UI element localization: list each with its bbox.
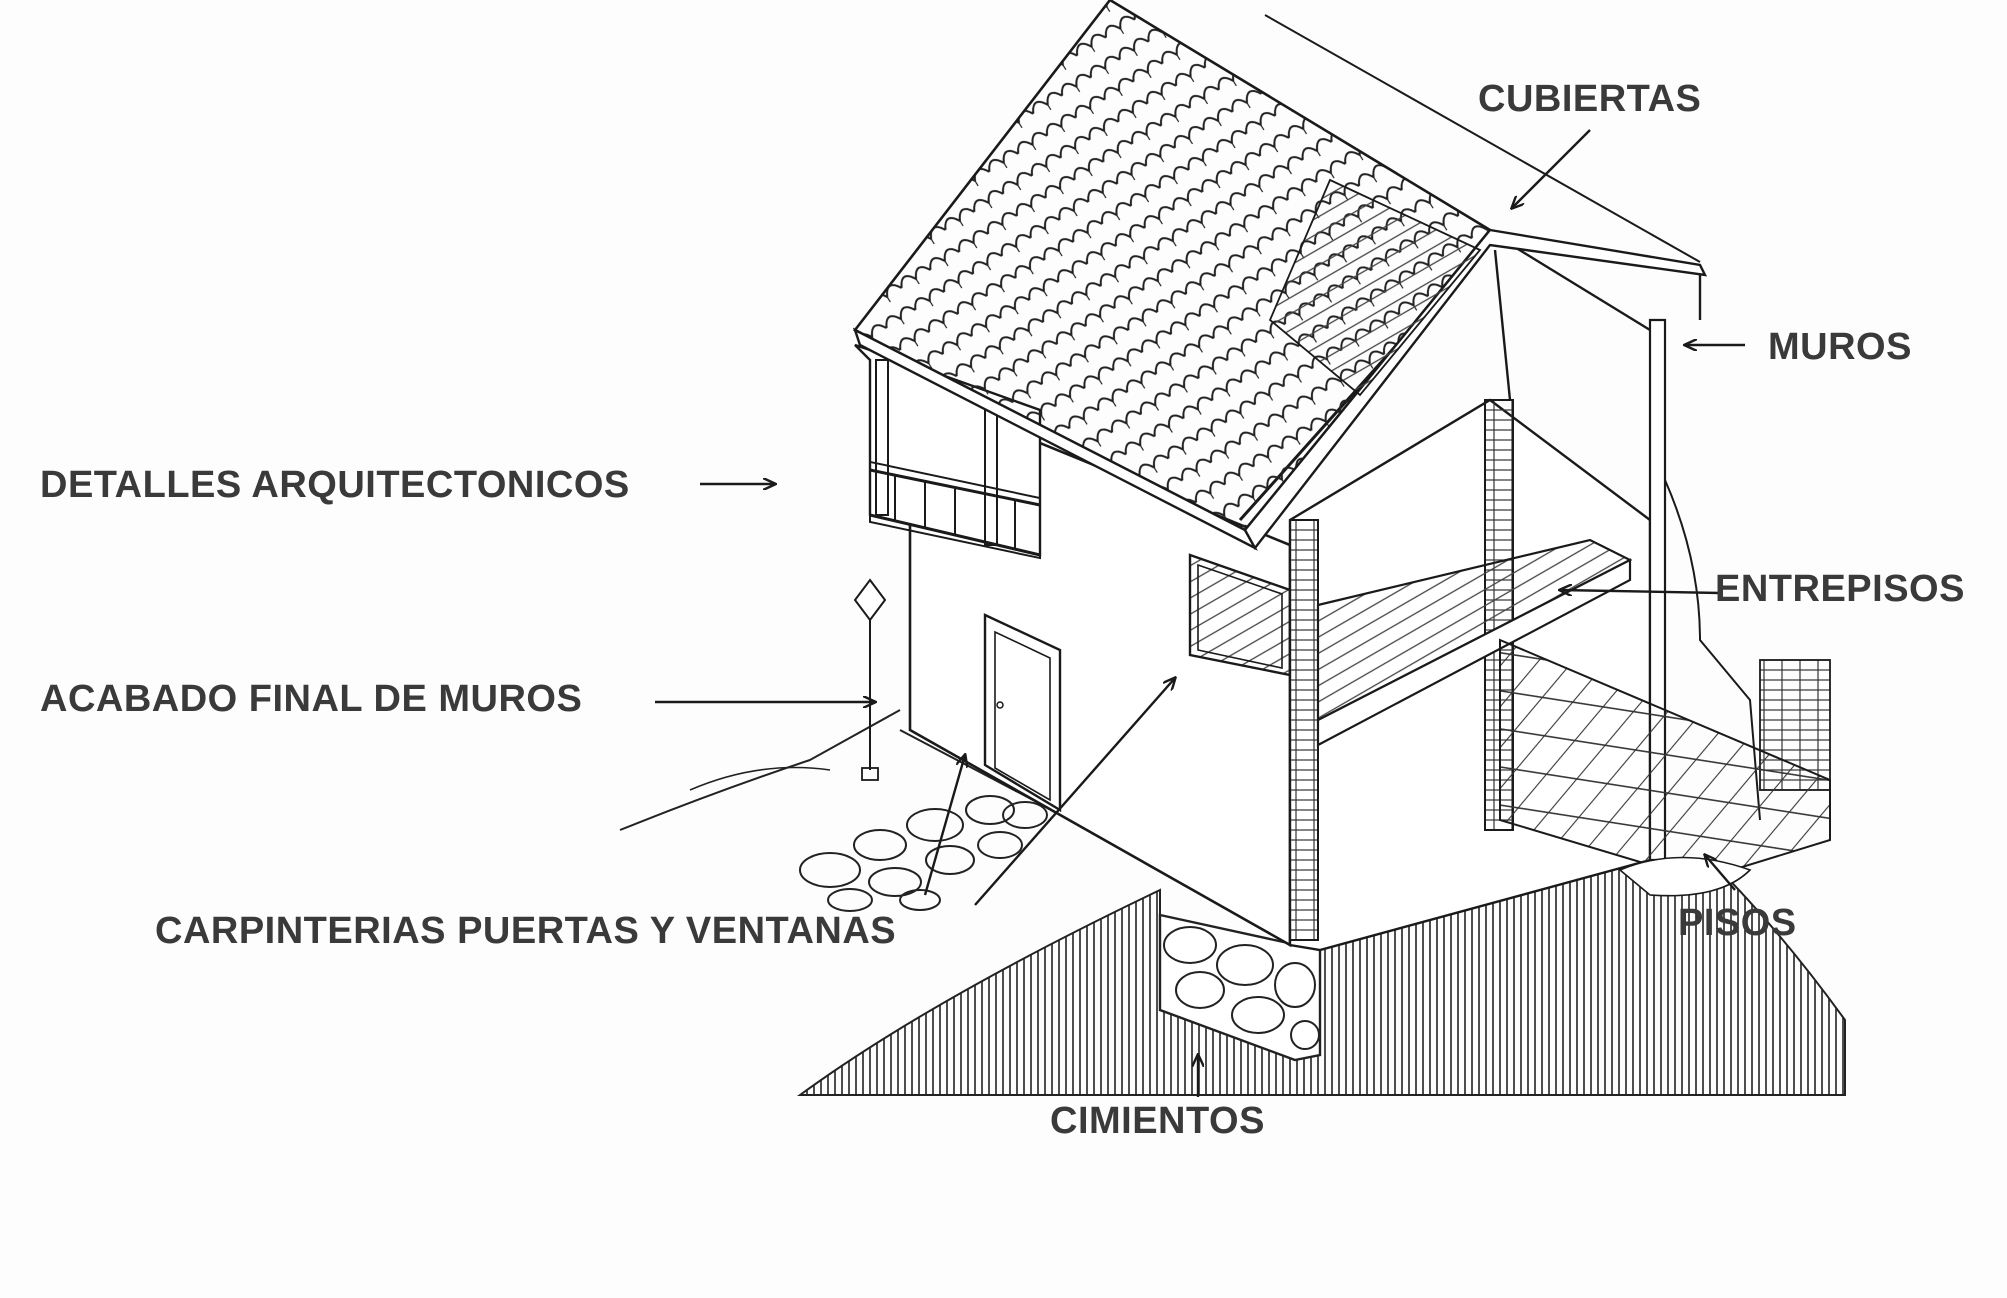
roof: [852, 0, 1708, 551]
label-detalles-arquitectonicos: DETALLES ARQUITECTONICOS: [40, 464, 630, 506]
arrow-entrepisos: [1560, 590, 1721, 593]
arrow-carpinterias-door: [923, 755, 965, 896]
label-entrepisos: ENTREPISOS: [1715, 568, 1965, 610]
arrow-cubiertas: [1512, 129, 1591, 208]
label-pisos: PISOS: [1678, 902, 1797, 944]
label-muros: MUROS: [1768, 326, 1912, 368]
label-carpinterias: CARPINTERIAS PUERTAS Y VENTANAS: [155, 910, 897, 952]
arrow-pisos: [1705, 855, 1736, 891]
label-acabado-final-de-muros: ACABADO FINAL DE MUROS: [40, 678, 583, 720]
left-facade: [853, 343, 1292, 948]
label-cubiertas: CUBIERTAS: [1478, 78, 1702, 120]
stone-path: [799, 795, 1048, 912]
foundation: [1158, 913, 1322, 1062]
arrow-carpinterias-window: [974, 678, 1175, 906]
interior-cutaway: [1238, 233, 1831, 952]
leader-arrows: [655, 129, 1745, 1097]
label-cimientos: CIMIENTOS: [1050, 1100, 1265, 1142]
